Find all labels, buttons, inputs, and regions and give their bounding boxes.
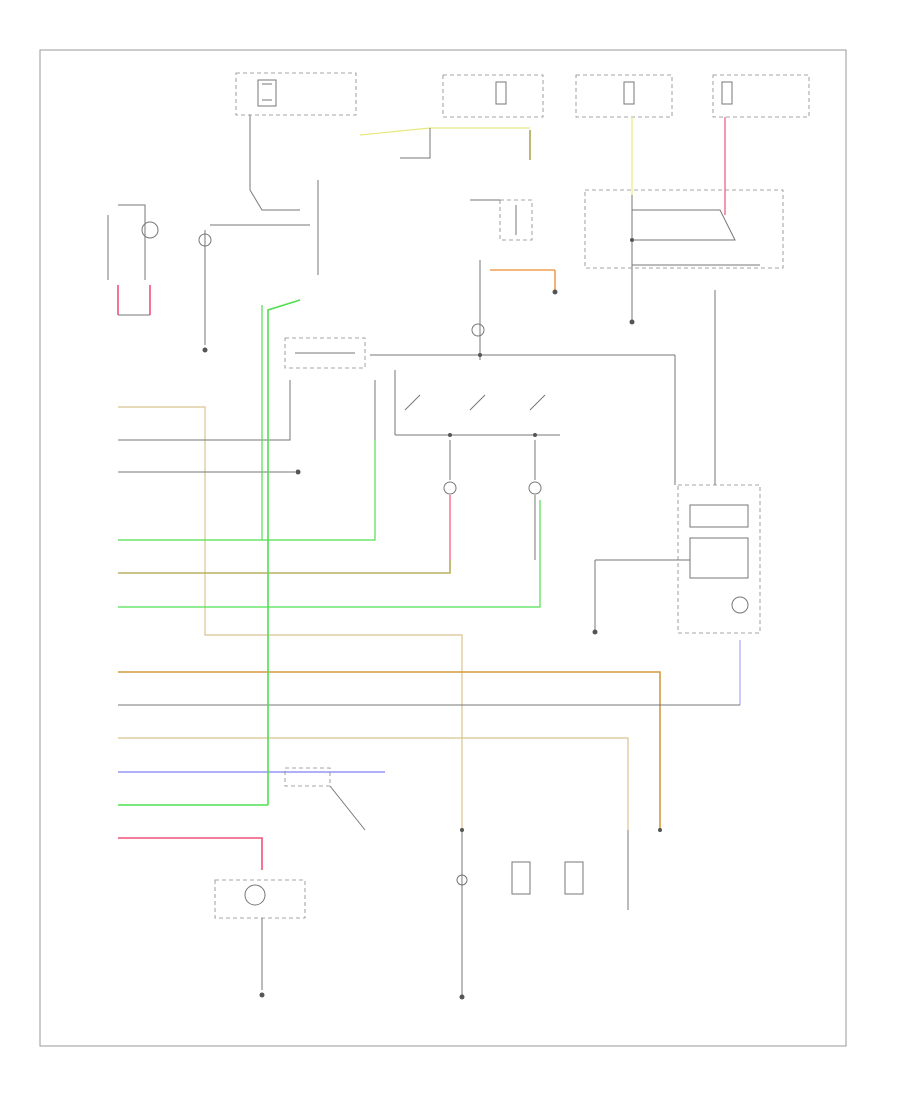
green-trunk (261, 299, 301, 805)
right-control-module (592, 484, 761, 705)
upper-left-components (107, 180, 319, 353)
bottom-left-rotary-switch (214, 879, 306, 998)
top-wires (249, 115, 726, 320)
middle-lamps (443, 440, 542, 570)
top-right-fuse-box-b (712, 74, 810, 118)
top-left-relay-box (235, 72, 357, 116)
diagram-frame (39, 49, 847, 1047)
switch-row (394, 355, 676, 485)
top-center-fuse-box (442, 74, 544, 118)
top-right-fuse-box-a (575, 74, 673, 118)
lower-center-components (456, 830, 629, 1000)
center-relay-module (470, 199, 558, 360)
right-relay-box (584, 189, 784, 485)
cruise-switch-module (284, 337, 675, 440)
lower-brake-switch (284, 767, 366, 831)
junction-dots (448, 238, 662, 832)
harness-wires (118, 380, 740, 870)
